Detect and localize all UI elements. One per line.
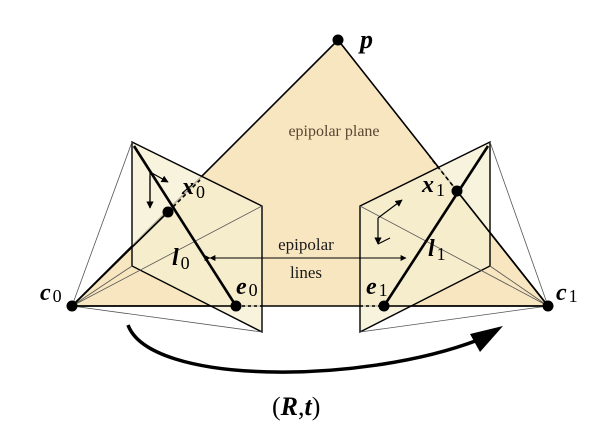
point-p [332, 34, 344, 46]
camera-motion-arrow [126, 324, 479, 374]
epipolar-line-l1 [382, 145, 490, 307]
ray-c0-x0 [71, 211, 169, 307]
right-camera-frustum [359, 141, 549, 333]
label-epipolar-lines-1: epipolar [278, 235, 334, 254]
label-epipolar-lines-2: lines [290, 263, 322, 282]
point-e0 [230, 300, 242, 312]
point-c1 [542, 300, 554, 312]
label-motion: (R,t) [272, 392, 320, 421]
ray-c1-x1 [456, 190, 549, 307]
label-p: p [358, 25, 373, 54]
right-image-axes [374, 199, 403, 245]
left-camera-frustum [71, 141, 263, 333]
label-plane: epipolar plane [288, 123, 379, 140]
point-e1 [378, 300, 390, 312]
left-image-axes [146, 170, 169, 209]
point-x1 [451, 185, 463, 197]
point-x0 [162, 206, 174, 218]
camera-motion-arrowhead [470, 326, 503, 352]
point-c0 [66, 300, 78, 312]
ray-x1-p [429, 156, 458, 192]
